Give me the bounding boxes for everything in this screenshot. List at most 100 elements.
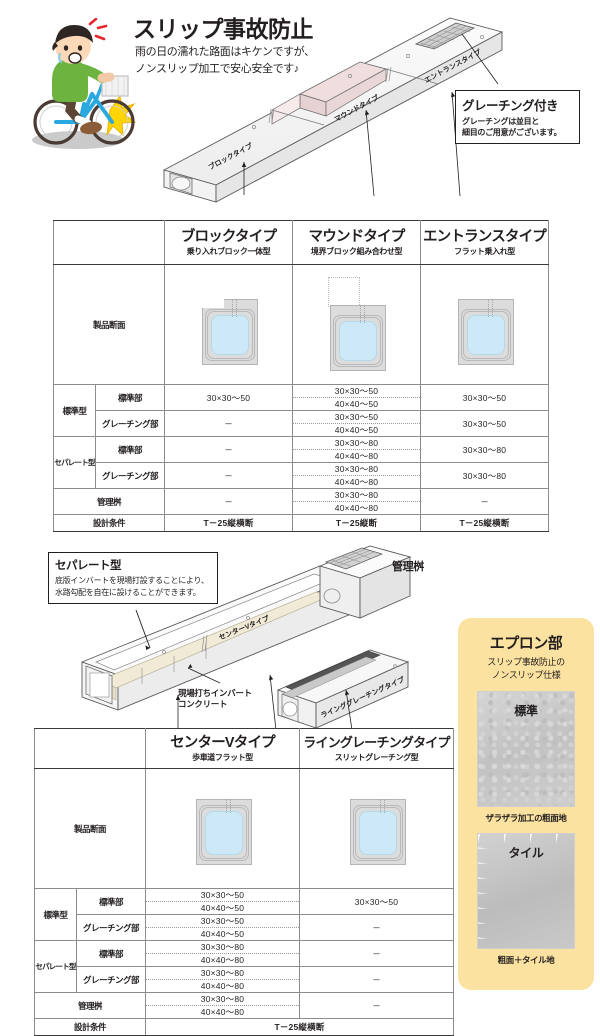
spec-table-lower: センターVタイプ 歩車道フラット型 ライングレーチングタイプ スリットグレーチン…	[34, 728, 454, 1036]
table-row: グレーチング部 30×30〜80 40×40〜80 －	[35, 966, 454, 993]
cell-mound-standard-std: 30×30〜50 40×40〜50	[292, 384, 421, 411]
apron-caption-tile: 粗面＋タイル地	[497, 955, 555, 965]
invert-concrete-label-line1: 現場打ちインバート	[178, 688, 252, 698]
cell-line-grating-standard-std: 30×30〜50	[299, 888, 454, 915]
cell-line-grating-separate-std: －	[299, 940, 454, 967]
table-row: 管理桝 30×30〜80 40×40〜80 －	[34, 992, 454, 1019]
column-header-block-main: ブロックタイプ	[180, 229, 277, 245]
cell-block-design: T－25縦横断	[164, 514, 293, 532]
column-header-mound: マウンドタイプ 境界ブロック組み合わせ型	[292, 220, 421, 265]
separate-callout-line1: 底版インバートを現場打設することにより、	[55, 576, 209, 585]
cross-section-entrance	[420, 264, 549, 385]
cell-block-kanri: －	[164, 488, 293, 515]
cross-section-row: 製品断面	[53, 264, 549, 385]
column-header-entrance-sub: フラット乗入れ型	[454, 247, 515, 256]
cross-section-centerv	[145, 768, 300, 889]
cell-mound-kanri: 30×30〜80 40×40〜80	[292, 488, 421, 515]
row-label-kanri: 管理桝	[34, 992, 146, 1019]
cross-section-row-label: 製品断面	[34, 768, 146, 889]
table-header-row: ブロックタイプ 乗り入れブロック一体型 マウンドタイプ 境界ブロック組み合わせ型…	[53, 220, 549, 265]
separate-callout-title: セパレート型	[55, 560, 122, 572]
cell-design-condition: T－25縦横断	[145, 1018, 454, 1036]
apron-subtitle-line1: スリップ事故防止の	[487, 657, 565, 667]
cross-section-row: 製品断面	[34, 768, 454, 889]
table-row: 標準型 標準部 30×30〜50 30×30〜50 40×40〜50 30×30…	[53, 384, 549, 437]
cell-entrance-kanri: －	[420, 488, 549, 515]
middle-illustration-section: センターVタイプ ラインググレーチングタイプ セパレート型 底版インバートを現場…	[0, 540, 460, 730]
row-label-separate-grating: グレーチング部	[76, 966, 146, 993]
cross-section-block	[164, 264, 293, 385]
cell-mound-design: T－25縦断	[292, 514, 421, 532]
hero-subtitle-line2: ノンスリップ加工で安心安全です♪	[135, 63, 299, 75]
column-header-line-grating-sub: スリットグレーチング型	[334, 753, 419, 762]
invert-concrete-label-line2: コンクリート	[178, 699, 228, 709]
cell-mound-standard-grating: 30×30〜50 40×40〜50	[292, 410, 421, 437]
table-row: 設計条件 T－25縦横断 T－25縦断 T－25縦横断	[53, 514, 549, 532]
table-row: 設計条件 T－25縦横断	[34, 1018, 454, 1036]
table-row: グレーチング部 － 30×30〜50 40×40〜50 30×30〜50	[54, 410, 549, 437]
separate-callout-line2: 水路勾配を自在に設けることができます。	[55, 587, 201, 597]
row-label-separate-std: 標準部	[76, 940, 146, 967]
table-row: グレーチング部 30×30〜50 40×40〜50 －	[35, 914, 454, 941]
apron-photo-tile-label: タイル	[508, 846, 544, 860]
cell-entrance-design: T－25縦横断	[420, 514, 549, 532]
row-label-standard-grating: グレーチング部	[76, 914, 146, 941]
column-header-block: ブロックタイプ 乗り入れブロック一体型	[164, 220, 293, 265]
tile-texture	[478, 834, 574, 948]
hero-subtitle: 雨の日の濡れた路面はキケンですが、 ノンスリップ加工で安心安全です♪	[135, 44, 315, 78]
row-label-design: 設計条件	[53, 514, 165, 532]
kanri-label: 管理桝	[392, 561, 424, 573]
table-row: 管理桝 － 30×30〜80 40×40〜80 －	[53, 488, 549, 515]
row-label-kanri: 管理桝	[53, 488, 165, 515]
hero-subtitle-line1: 雨の日の濡れた路面はキケンですが、	[135, 46, 315, 58]
trench-isometric-separate: センターVタイプ ラインググレーチングタイプ	[80, 545, 412, 730]
column-header-centerv: センターVタイプ 歩車道フラット型	[145, 728, 300, 769]
table-row: 標準型 標準部 30×30〜50 40×40〜50 30×30〜50	[34, 888, 454, 941]
table-row: グレーチング部 － 30×30〜80 40×40〜80 30×30〜80	[54, 462, 549, 489]
column-header-block-sub: 乗り入れブロック一体型	[186, 247, 271, 256]
hero-section: スリップ事故防止 雨の日の濡れた路面はキケンですが、 ノンスリップ加工で安心安全…	[0, 0, 600, 205]
separate-type-callout: セパレート型 底版インバートを現場打設することにより、 水路勾配を自在に設けるこ…	[48, 552, 218, 604]
cell-line-grating-standard-grating: －	[299, 914, 454, 941]
spec-table-upper: ブロックタイプ 乗り入れブロック一体型 マウンドタイプ 境界ブロック組み合わせ型…	[53, 220, 549, 532]
grating-callout-title: グレーチング付き	[462, 99, 559, 113]
apron-photo-standard-label: 標準	[514, 704, 538, 718]
apron-subtitle-line2: ノンスリップ仕様	[491, 670, 561, 680]
grating-callout-line2: 細目のご用意がございます。	[462, 128, 562, 137]
cell-line-grating-separate-grating: －	[299, 966, 454, 993]
apron-panel: エプロン部 スリップ事故防止の ノンスリップ仕様 標準 ザラザラ加工の粗面地 タ…	[458, 618, 594, 990]
cell-mound-separate-std: 30×30〜80 40×40〜80	[292, 436, 421, 463]
row-label-separate-std: 標準部	[95, 436, 165, 463]
cell-centerv-kanri: 30×30〜80 40×40〜80	[145, 992, 300, 1019]
apron-caption-standard: ザラザラ加工の粗面地	[485, 813, 567, 823]
group-label-standard: 標準型	[53, 384, 96, 437]
row-label-separate-grating: グレーチング部	[95, 462, 165, 489]
cell-block-separate-std: －	[164, 436, 293, 463]
column-header-line-grating-main: ライングレーチングタイプ	[303, 735, 450, 750]
row-label-standard-std: 標準部	[95, 384, 165, 411]
cross-section-row-label: 製品断面	[53, 264, 165, 385]
column-header-mound-main: マウンドタイプ	[308, 229, 406, 245]
table-row: セパレート型 標準部 30×30〜80 40×40〜80 －	[34, 940, 454, 993]
cell-block-standard-grating: －	[164, 410, 293, 437]
invert-concrete-label: 現場打ちインバート コンクリート	[178, 688, 252, 710]
cell-block-standard-std: 30×30〜50	[164, 384, 293, 411]
cell-centerv-separate-std: 30×30〜80 40×40〜80	[145, 940, 300, 967]
cyclist-illustration	[32, 18, 137, 149]
cross-section-line-grating	[299, 768, 454, 889]
cell-mound-separate-grating: 30×30〜80 40×40〜80	[292, 462, 421, 489]
row-label-standard-std: 標準部	[76, 888, 146, 915]
apron-photo-tile: タイル	[477, 833, 575, 949]
cell-entrance-standard-grating: 30×30〜50	[420, 410, 549, 437]
column-header-entrance: エントランスタイプ フラット乗入れ型	[420, 220, 549, 265]
hero-title: スリップ事故防止	[133, 16, 314, 42]
cell-centerv-separate-grating: 30×30〜80 40×40〜80	[145, 966, 300, 993]
column-header-centerv-main: センターVタイプ	[170, 735, 276, 751]
group-label-separate: セパレート型	[34, 940, 77, 993]
row-label-design: 設計条件	[34, 1018, 146, 1036]
cell-entrance-separate-grating: 30×30〜80	[420, 462, 549, 489]
column-header-mound-sub: 境界ブロック組み合わせ型	[310, 247, 403, 256]
header-blank-cell	[53, 220, 165, 265]
column-header-entrance-main: エントランスタイプ	[422, 229, 547, 245]
row-label-standard-grating: グレーチング部	[95, 410, 165, 437]
